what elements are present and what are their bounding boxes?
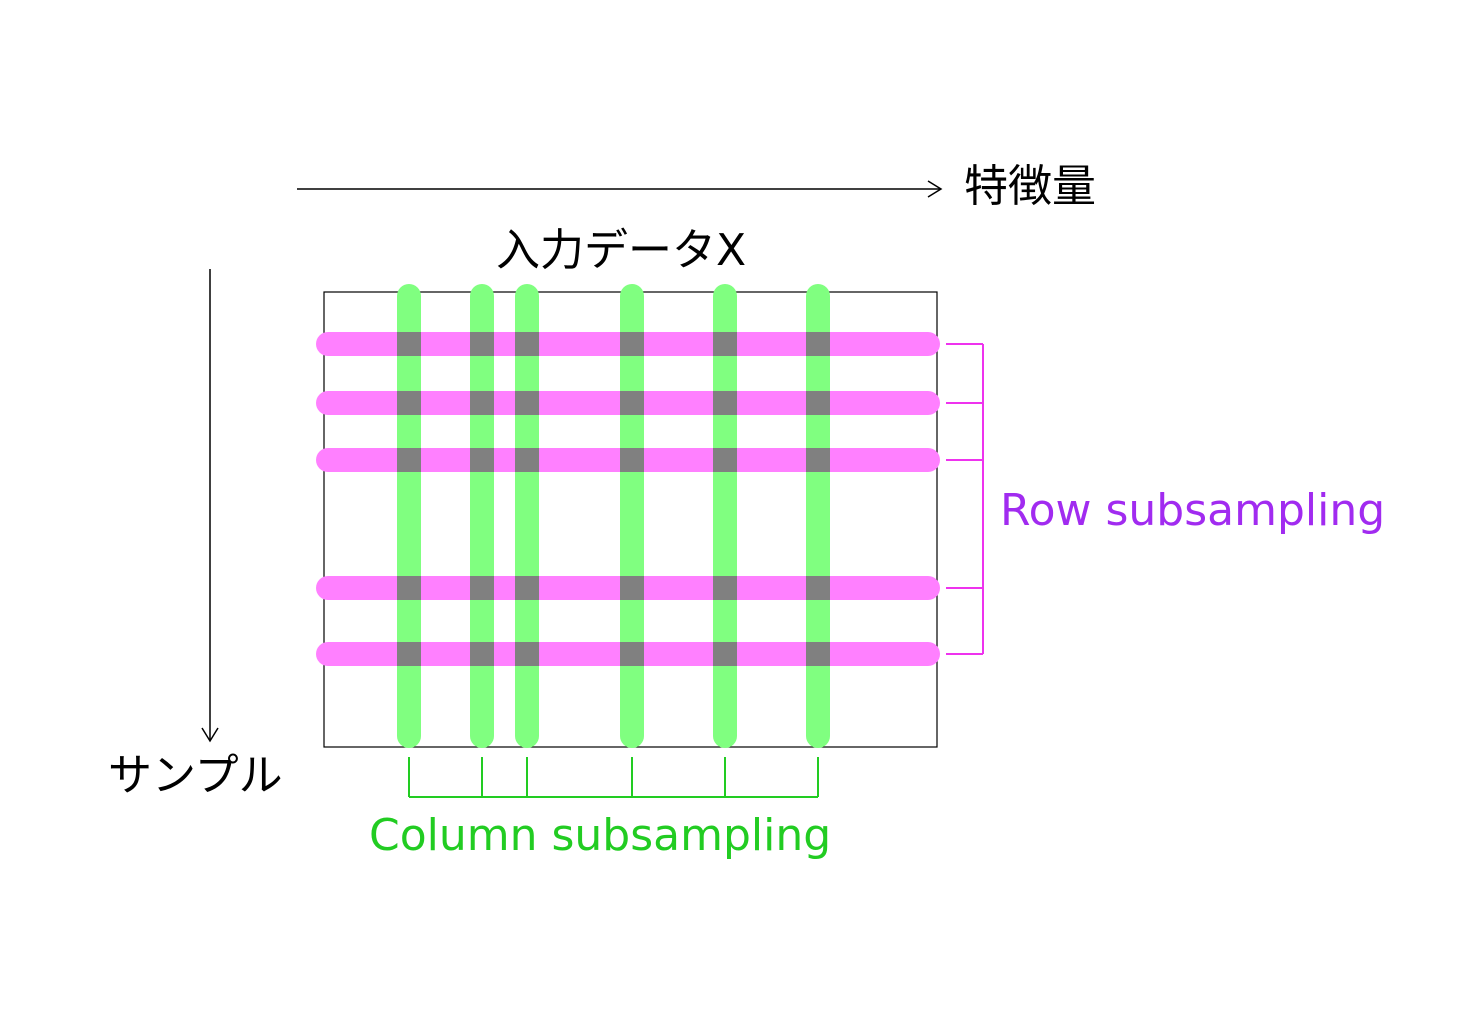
overlap-cell-5-4 [620,642,644,666]
overlap-cell-2-3 [515,391,539,415]
column-subsampling-bracket [408,757,819,798]
overlap-cell-4-3 [515,576,539,600]
overlap-cell-1-3 [515,332,539,356]
row-subsampling-label: Row subsampling [1000,485,1386,536]
column-subsampling-label: Column subsampling [369,810,832,861]
overlap-cell-1-6 [806,332,830,356]
overlap-cell-5-5 [713,642,737,666]
overlap-cell-2-6 [806,391,830,415]
overlap-cell-5-6 [806,642,830,666]
overlap-cell-5-1 [397,642,421,666]
overlap-cell-2-1 [397,391,421,415]
overlap-cell-4-6 [806,576,830,600]
overlap-cells [397,332,830,666]
samples-axis-label: サンプル [108,750,283,801]
overlap-cell-5-3 [515,642,539,666]
overlap-cell-3-6 [806,448,830,472]
overlap-cell-4-2 [470,576,494,600]
overlap-cell-1-2 [470,332,494,356]
overlap-cell-3-5 [713,448,737,472]
overlap-cell-5-2 [470,642,494,666]
overlap-cell-4-5 [713,576,737,600]
overlap-cell-2-4 [620,391,644,415]
overlap-cell-2-2 [470,391,494,415]
overlap-cell-3-4 [620,448,644,472]
overlap-cell-4-1 [397,576,421,600]
features-axis-label: 特徴量 [964,161,1096,212]
matrix-title: 入力データX [496,225,747,276]
samples-axis-arrow [201,269,219,743]
overlap-cell-1-1 [397,332,421,356]
overlap-cell-2-5 [713,391,737,415]
overlap-cell-3-2 [470,448,494,472]
overlap-cell-1-5 [713,332,737,356]
overlap-cell-3-1 [397,448,421,472]
overlap-cell-3-3 [515,448,539,472]
features-axis-arrow [297,180,943,198]
row-subsampling-bracket [946,343,984,655]
overlap-cell-4-4 [620,576,644,600]
overlap-cell-1-4 [620,332,644,356]
